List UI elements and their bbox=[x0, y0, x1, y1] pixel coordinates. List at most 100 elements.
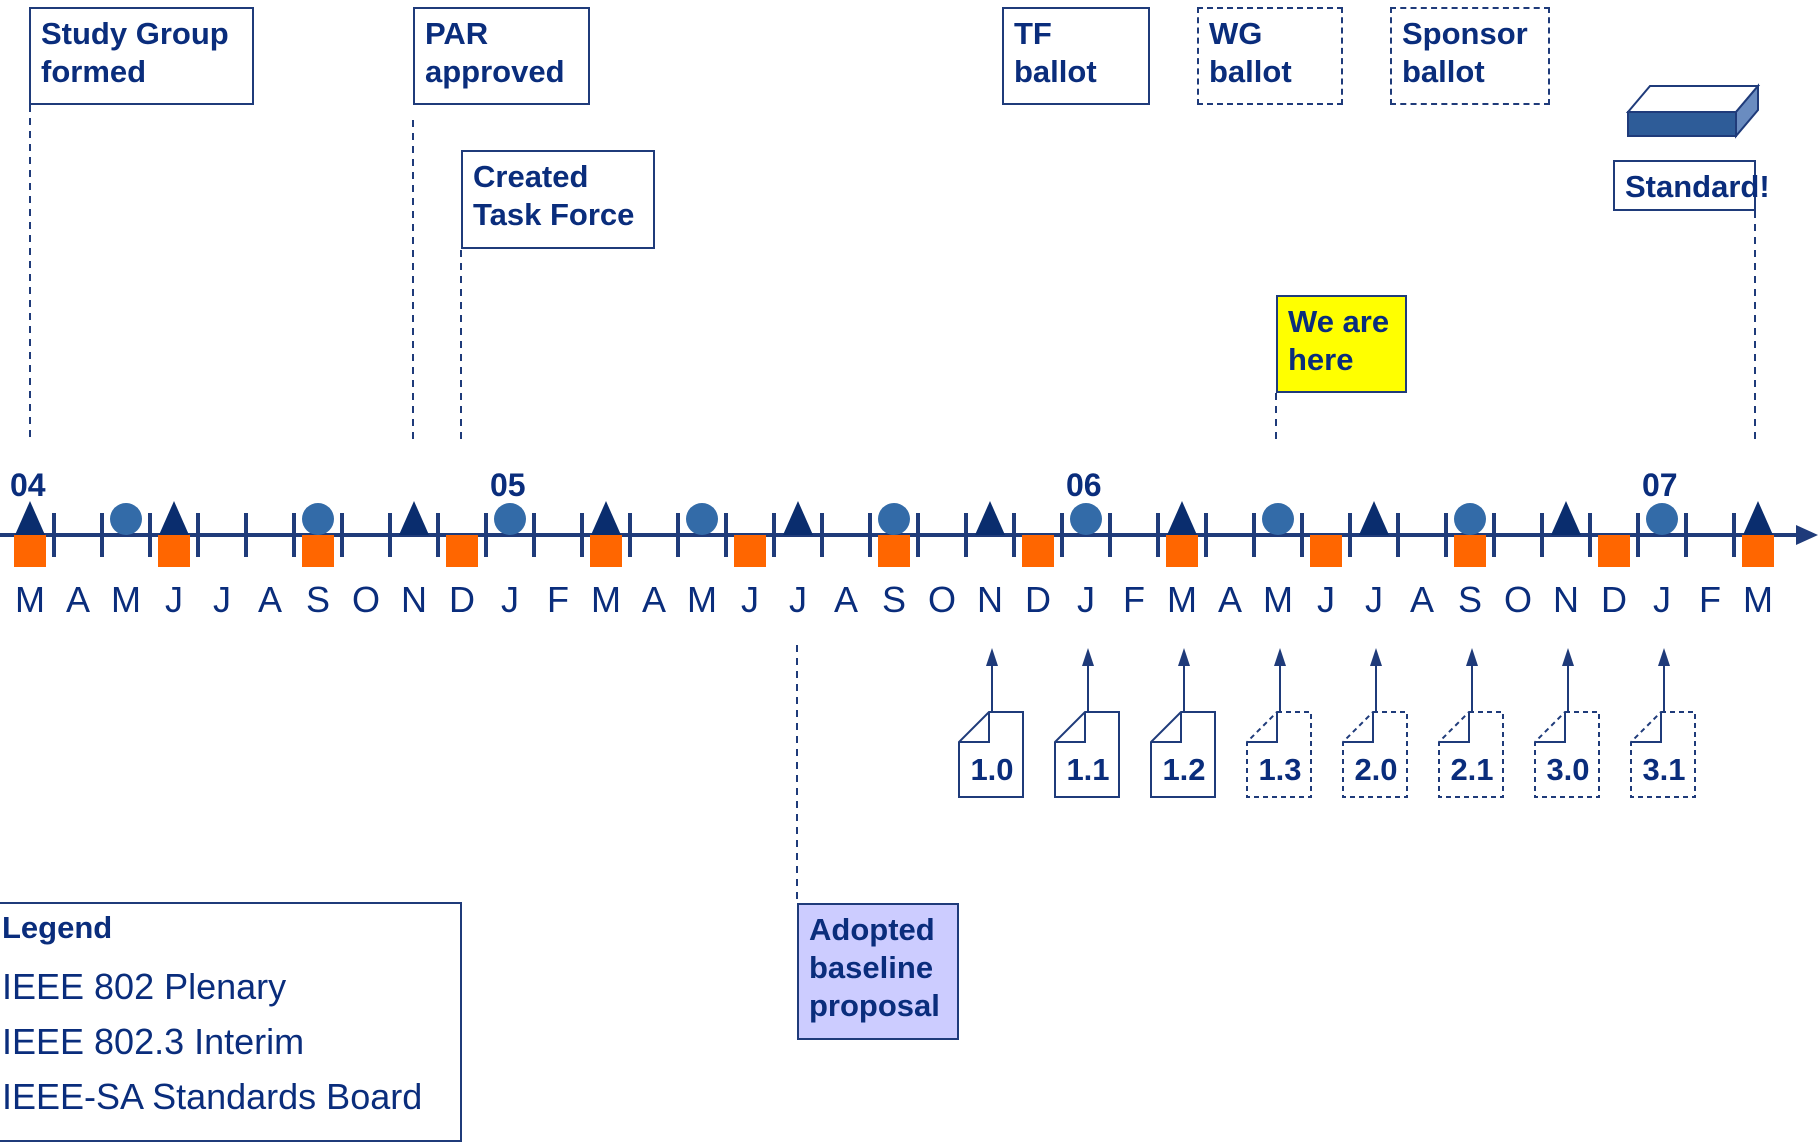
month-label: N bbox=[977, 579, 1003, 620]
month-label: A bbox=[258, 579, 282, 620]
legend-item-standards-board: IEEE-SA Standards Board bbox=[2, 1076, 423, 1117]
milestone-sponsor-ballot: Sponsor ballot bbox=[1390, 7, 1550, 105]
legend-box: Legend IEEE 802 Plenary IEEE 802.3 Inter… bbox=[0, 902, 462, 1142]
month-label: J bbox=[213, 579, 231, 620]
draft-document-icon bbox=[958, 711, 1024, 798]
milestone-tf-ballot: TF ballot bbox=[1002, 7, 1150, 105]
month-label: S bbox=[306, 579, 330, 620]
month-label: A bbox=[1410, 579, 1434, 620]
month-label: J bbox=[1317, 579, 1335, 620]
draft-document-icon bbox=[1438, 711, 1504, 798]
month-label: J bbox=[741, 579, 759, 620]
milestone-study-group: Study Group formed bbox=[29, 7, 254, 105]
month-label: D bbox=[449, 579, 475, 620]
standards-board-marker bbox=[1166, 535, 1198, 567]
book-icon-front bbox=[1627, 111, 1737, 137]
draft-label: 3.1 bbox=[1642, 752, 1685, 787]
month-label: J bbox=[165, 579, 183, 620]
month-label: N bbox=[401, 579, 427, 620]
draft-document-icon bbox=[1150, 711, 1216, 798]
draft-label: 1.2 bbox=[1162, 752, 1205, 787]
draft-arrow-head bbox=[986, 648, 998, 666]
month-label: A bbox=[1218, 579, 1242, 620]
draft-arrow-head bbox=[1082, 648, 1094, 666]
month-label: J bbox=[501, 579, 519, 620]
draft-fold bbox=[1343, 712, 1374, 743]
we-are-here-marker: We are here bbox=[1276, 295, 1407, 393]
standards-board-marker bbox=[446, 535, 478, 567]
draft-label: 1.0 bbox=[970, 752, 1013, 787]
month-label: O bbox=[352, 579, 380, 620]
draft-fold bbox=[1151, 712, 1182, 743]
draft-document-icon bbox=[1630, 711, 1696, 798]
draft-fold bbox=[1055, 712, 1086, 743]
draft-fold bbox=[1247, 712, 1278, 743]
plenary-marker bbox=[399, 501, 429, 535]
month-label: A bbox=[642, 579, 666, 620]
interim-marker bbox=[1646, 503, 1678, 535]
legend-title: Legend bbox=[2, 910, 113, 945]
draft-label: 2.1 bbox=[1450, 752, 1493, 787]
interim-marker bbox=[1070, 503, 1102, 535]
adopted-baseline-box: Adopted baseline proposal bbox=[797, 903, 959, 1040]
standards-board-marker bbox=[878, 535, 910, 567]
month-label: M bbox=[111, 579, 141, 620]
draft-document-icon bbox=[1342, 711, 1408, 798]
draft-label: 3.0 bbox=[1546, 752, 1589, 787]
draft-arrow-head bbox=[1274, 648, 1286, 666]
month-label: F bbox=[1699, 579, 1721, 620]
plenary-marker bbox=[975, 501, 1005, 535]
standards-board-marker bbox=[1742, 535, 1774, 567]
milestone-standard: Standard! bbox=[1613, 160, 1770, 211]
plenary-marker bbox=[159, 501, 189, 535]
timeline-arrowhead bbox=[1796, 525, 1818, 545]
year-label: 05 bbox=[490, 467, 526, 503]
month-label: M bbox=[1743, 579, 1773, 620]
plenary-marker bbox=[1167, 501, 1197, 535]
plenary-marker bbox=[783, 501, 813, 535]
draft-arrow-head bbox=[1562, 648, 1574, 666]
plenary-marker bbox=[15, 501, 45, 535]
draft-document-icon bbox=[1246, 711, 1312, 798]
month-label: J bbox=[1077, 579, 1095, 620]
standards-board-marker bbox=[590, 535, 622, 567]
month-label: M bbox=[15, 579, 45, 620]
draft-fold bbox=[959, 712, 990, 743]
month-label: J bbox=[1365, 579, 1383, 620]
month-label: S bbox=[1458, 579, 1482, 620]
standards-board-marker bbox=[1598, 535, 1630, 567]
interim-marker bbox=[1454, 503, 1486, 535]
month-label: M bbox=[591, 579, 621, 620]
month-label: F bbox=[1123, 579, 1145, 620]
month-label: M bbox=[1263, 579, 1293, 620]
legend-item-plenary: IEEE 802 Plenary bbox=[2, 966, 287, 1007]
month-label: A bbox=[834, 579, 858, 620]
draft-label: 1.3 bbox=[1258, 752, 1301, 787]
plenary-marker bbox=[1359, 501, 1389, 535]
plenary-marker bbox=[1551, 501, 1581, 535]
month-label: O bbox=[1504, 579, 1532, 620]
draft-label: 2.0 bbox=[1354, 752, 1397, 787]
standards-board-marker bbox=[1310, 535, 1342, 567]
month-label: M bbox=[1167, 579, 1197, 620]
draft-fold bbox=[1535, 712, 1566, 743]
year-label: 07 bbox=[1642, 467, 1678, 503]
legend-item-interim: IEEE 802.3 Interim bbox=[2, 1021, 305, 1062]
draft-arrow-head bbox=[1466, 648, 1478, 666]
draft-label: 1.1 bbox=[1066, 752, 1109, 787]
plenary-marker bbox=[591, 501, 621, 535]
draft-arrow-head bbox=[1178, 648, 1190, 666]
month-label: F bbox=[547, 579, 569, 620]
interim-marker bbox=[1262, 503, 1294, 535]
standards-board-marker bbox=[158, 535, 190, 567]
milestone-par-approved: PAR approved bbox=[413, 7, 590, 105]
interim-marker bbox=[110, 503, 142, 535]
draft-document-icon bbox=[1054, 711, 1120, 798]
standards-board-marker bbox=[302, 535, 334, 567]
month-label: N bbox=[1553, 579, 1579, 620]
standards-board-marker bbox=[734, 535, 766, 567]
draft-arrow-head bbox=[1658, 648, 1670, 666]
interim-marker bbox=[494, 503, 526, 535]
year-label: 04 bbox=[10, 467, 46, 503]
